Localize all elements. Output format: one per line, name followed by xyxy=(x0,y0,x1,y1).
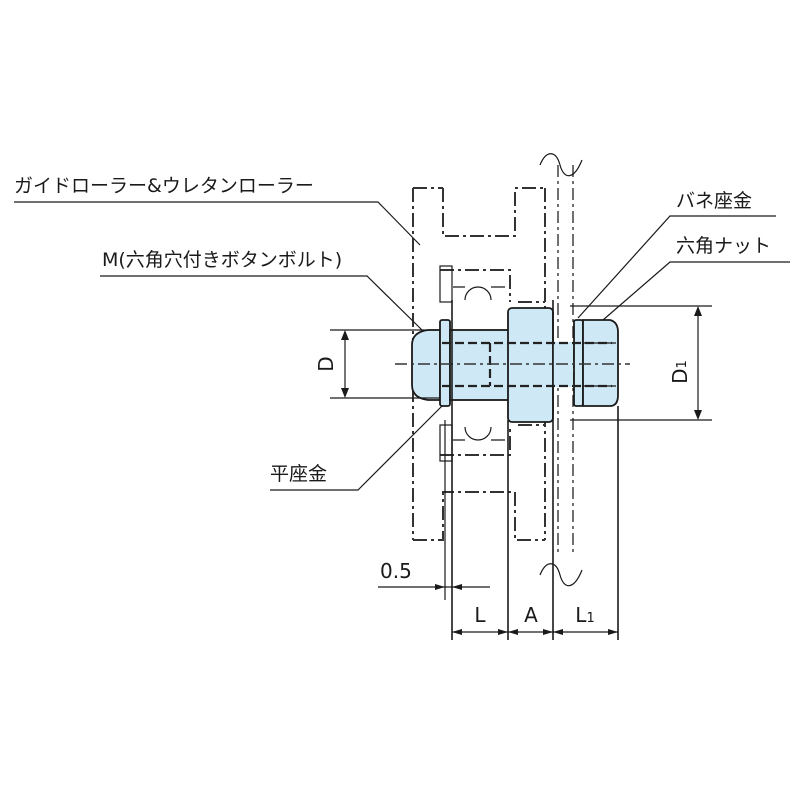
flat-washer-label: 平座金 xyxy=(270,463,327,485)
guide-roller-label: ガイドローラー&ウレタンローラー xyxy=(14,175,314,197)
spring-washer xyxy=(573,319,584,407)
callout-spring-washer: バネ座金 xyxy=(577,190,776,319)
bolt-assembly xyxy=(395,307,630,423)
flat-washer xyxy=(439,319,451,407)
bolt-head xyxy=(411,329,441,401)
dimension-A-label: A xyxy=(524,603,538,627)
dimension-D-label: D xyxy=(314,356,338,371)
break-symbol-bottom-icon xyxy=(539,563,583,587)
callout-flat-washer: 平座金 xyxy=(270,405,443,491)
spring-washer-label: バネ座金 xyxy=(676,190,752,212)
dimension-D1: D1 xyxy=(570,305,712,421)
spacer xyxy=(507,307,554,423)
bolt-label: M(六角穴付きボタンボルト) xyxy=(102,249,342,271)
break-symbol-top-icon xyxy=(539,153,583,177)
hex-nut-label: 六角ナット xyxy=(676,235,771,257)
dimension-L-label: L xyxy=(474,603,486,627)
dimension-L1-label: L1 xyxy=(575,603,594,627)
dimension-bottom: 0.5 L A L1 xyxy=(378,300,619,640)
callout-hex-nut: 六角ナット xyxy=(602,235,790,321)
bolt-shank xyxy=(449,329,511,401)
hex-nut xyxy=(582,319,619,407)
callout-guide-roller: ガイドローラー&ウレタンローラー xyxy=(14,175,421,246)
callout-bolt: M(六角穴付きボタンボルト) xyxy=(100,249,423,331)
dimension-gap-label: 0.5 xyxy=(380,559,412,583)
dimension-D1-label: D1 xyxy=(668,360,692,384)
